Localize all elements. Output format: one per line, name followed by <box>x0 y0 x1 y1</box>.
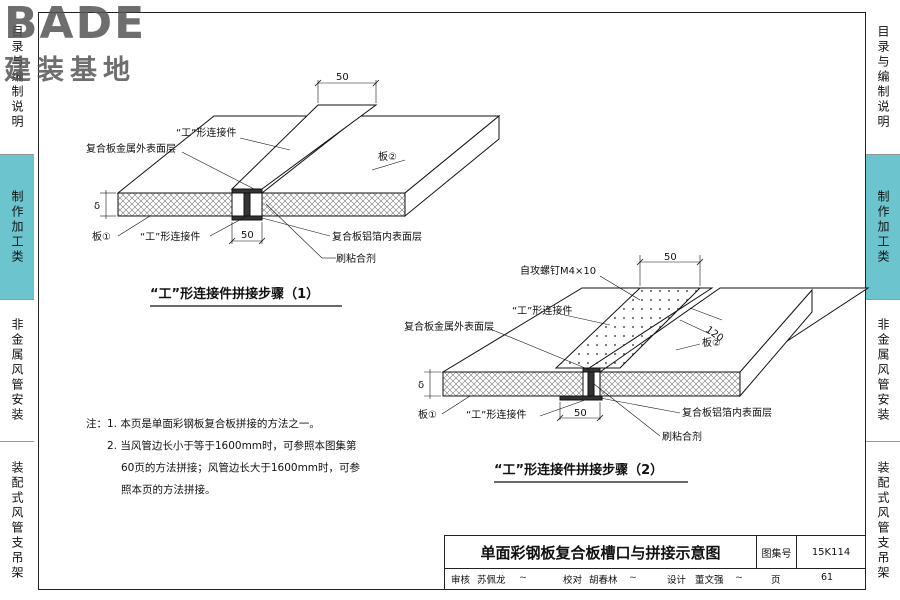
review-signature: ~ <box>519 572 527 583</box>
fig2-label-connector-top: “工”形连接件 <box>512 304 572 317</box>
fig2-caption: “工”形连接件拼接步骤（2） <box>494 462 663 478</box>
fig2-label-board2: 板② <box>702 336 721 349</box>
right-tab-label: 装配式风管支吊架 <box>876 461 890 581</box>
design-label: 设计 <box>667 575 687 586</box>
atlas-number: 15K114 <box>797 536 865 569</box>
left-tab-support[interactable]: 装配式风管支吊架 <box>0 442 34 600</box>
title-block: 单面彩钢板复合板槽口与拼接示意图 图集号 15K114 审核 苏佩龙 ~ 校对 … <box>444 535 866 590</box>
logo-text-cn: 建装基地 <box>4 55 136 86</box>
fig1-delta: δ <box>94 201 100 212</box>
right-tab-label: 非金属风管安装 <box>876 318 890 423</box>
fig2-label-board1: 板① <box>418 408 437 421</box>
fig1-dim-top: 50 <box>336 72 349 83</box>
left-tab-fabrication[interactable]: 制作加工类 <box>0 155 34 300</box>
left-tab-label: 装配式风管支吊架 <box>10 461 24 581</box>
left-tab-label: 目录与编制说明 <box>10 24 24 130</box>
left-tab-catalog[interactable]: 目录与编制说明 <box>0 0 34 155</box>
right-tab-support[interactable]: 装配式风管支吊架 <box>866 442 900 600</box>
fig2-label-screw: 自攻螺钉M4×10 <box>520 264 596 277</box>
fig2-label-outer-layer: 复合板金属外表面层 <box>404 320 494 333</box>
notes-block: 注：1. 本页是单面彩钢板复合板拼接的方法之一。 2. 当风管边长小于等于160… <box>86 413 360 501</box>
fig1-label-outer-layer: 复合板金属外表面层 <box>86 142 176 155</box>
review-label: 审核 <box>451 575 471 586</box>
fig2-delta: δ <box>418 380 424 391</box>
design-signature: ~ <box>735 572 743 583</box>
right-sidebar: 目录与编制说明 制作加工类 非金属风管安装 装配式风管支吊架 <box>866 0 900 600</box>
check-label: 校对 <box>563 575 583 586</box>
right-tab-catalog[interactable]: 目录与编制说明 <box>866 0 900 155</box>
check-signature: ~ <box>629 572 637 583</box>
left-sidebar: 目录与编制说明 制作加工类 非金属风管安装 装配式风管支吊架 <box>0 0 34 600</box>
figure-2 <box>424 255 870 437</box>
fig1-caption: “工”形连接件拼接步骤（1） <box>150 286 319 302</box>
left-tab-label: 非金属风管安装 <box>10 318 24 423</box>
fig1-label-inner-layer: 复合板铝箔内表面层 <box>332 230 422 243</box>
page-number: 61 <box>821 572 834 583</box>
note-2-line-3: 照本页的方法拼接。 <box>121 484 216 496</box>
drawing-frame <box>38 12 866 590</box>
right-tab-nonmetal-duct[interactable]: 非金属风管安装 <box>866 300 900 442</box>
fig2-label-inner-layer: 复合板铝箔内表面层 <box>682 406 772 419</box>
fig1-label-board1: 板① <box>92 230 111 243</box>
atlas-label: 图集号 <box>757 536 797 569</box>
fig1-label-connector-bottom: “工”形连接件 <box>140 230 200 243</box>
notes-prefix: 注： <box>86 418 107 430</box>
fig1-label-board2: 板② <box>378 150 397 163</box>
design-name: 董文强 <box>695 575 724 586</box>
left-tab-label: 制作加工类 <box>10 189 24 265</box>
fig1-label-adhesive: 刷粘合剂 <box>336 252 376 265</box>
right-tab-label: 制作加工类 <box>876 189 890 265</box>
fig1-label-connector-top: “工”形连接件 <box>176 126 236 139</box>
bade-logo: BADE 建装基地 <box>4 2 146 87</box>
fig2-dim-top: 50 <box>664 252 677 263</box>
note-1: 1. 本页是单面彩钢板复合板拼接的方法之一。 <box>107 418 320 430</box>
fig2-dim-bottom: 50 <box>574 408 587 419</box>
note-2-line-1: 2. 当风管边长小于等于1600mm时，可参照本图集第 <box>107 440 357 452</box>
drawing-title: 单面彩钢板复合板槽口与拼接示意图 <box>445 536 757 569</box>
note-2-line-2: 60页的方法拼接；风管边长大于1600mm时，可参 <box>121 462 361 474</box>
logo-text-en: BADE <box>4 0 147 49</box>
review-name: 苏佩龙 <box>477 575 506 586</box>
fig2-label-adhesive: 刷粘合剂 <box>662 430 702 443</box>
fig2-label-connector-bottom: “工”形连接件 <box>466 408 526 421</box>
fig1-dim-bottom: 50 <box>241 230 254 241</box>
check-name: 胡春林 <box>589 575 618 586</box>
left-tab-nonmetal-duct[interactable]: 非金属风管安装 <box>0 300 34 442</box>
page-label: 页 <box>771 575 781 586</box>
signature-row: 审核 苏佩龙 ~ 校对 胡春林 ~ 设计 董文强 ~ 页 61 <box>445 569 865 589</box>
right-tab-label: 目录与编制说明 <box>876 24 890 130</box>
figure-1 <box>100 79 501 259</box>
right-tab-fabrication[interactable]: 制作加工类 <box>866 155 900 300</box>
